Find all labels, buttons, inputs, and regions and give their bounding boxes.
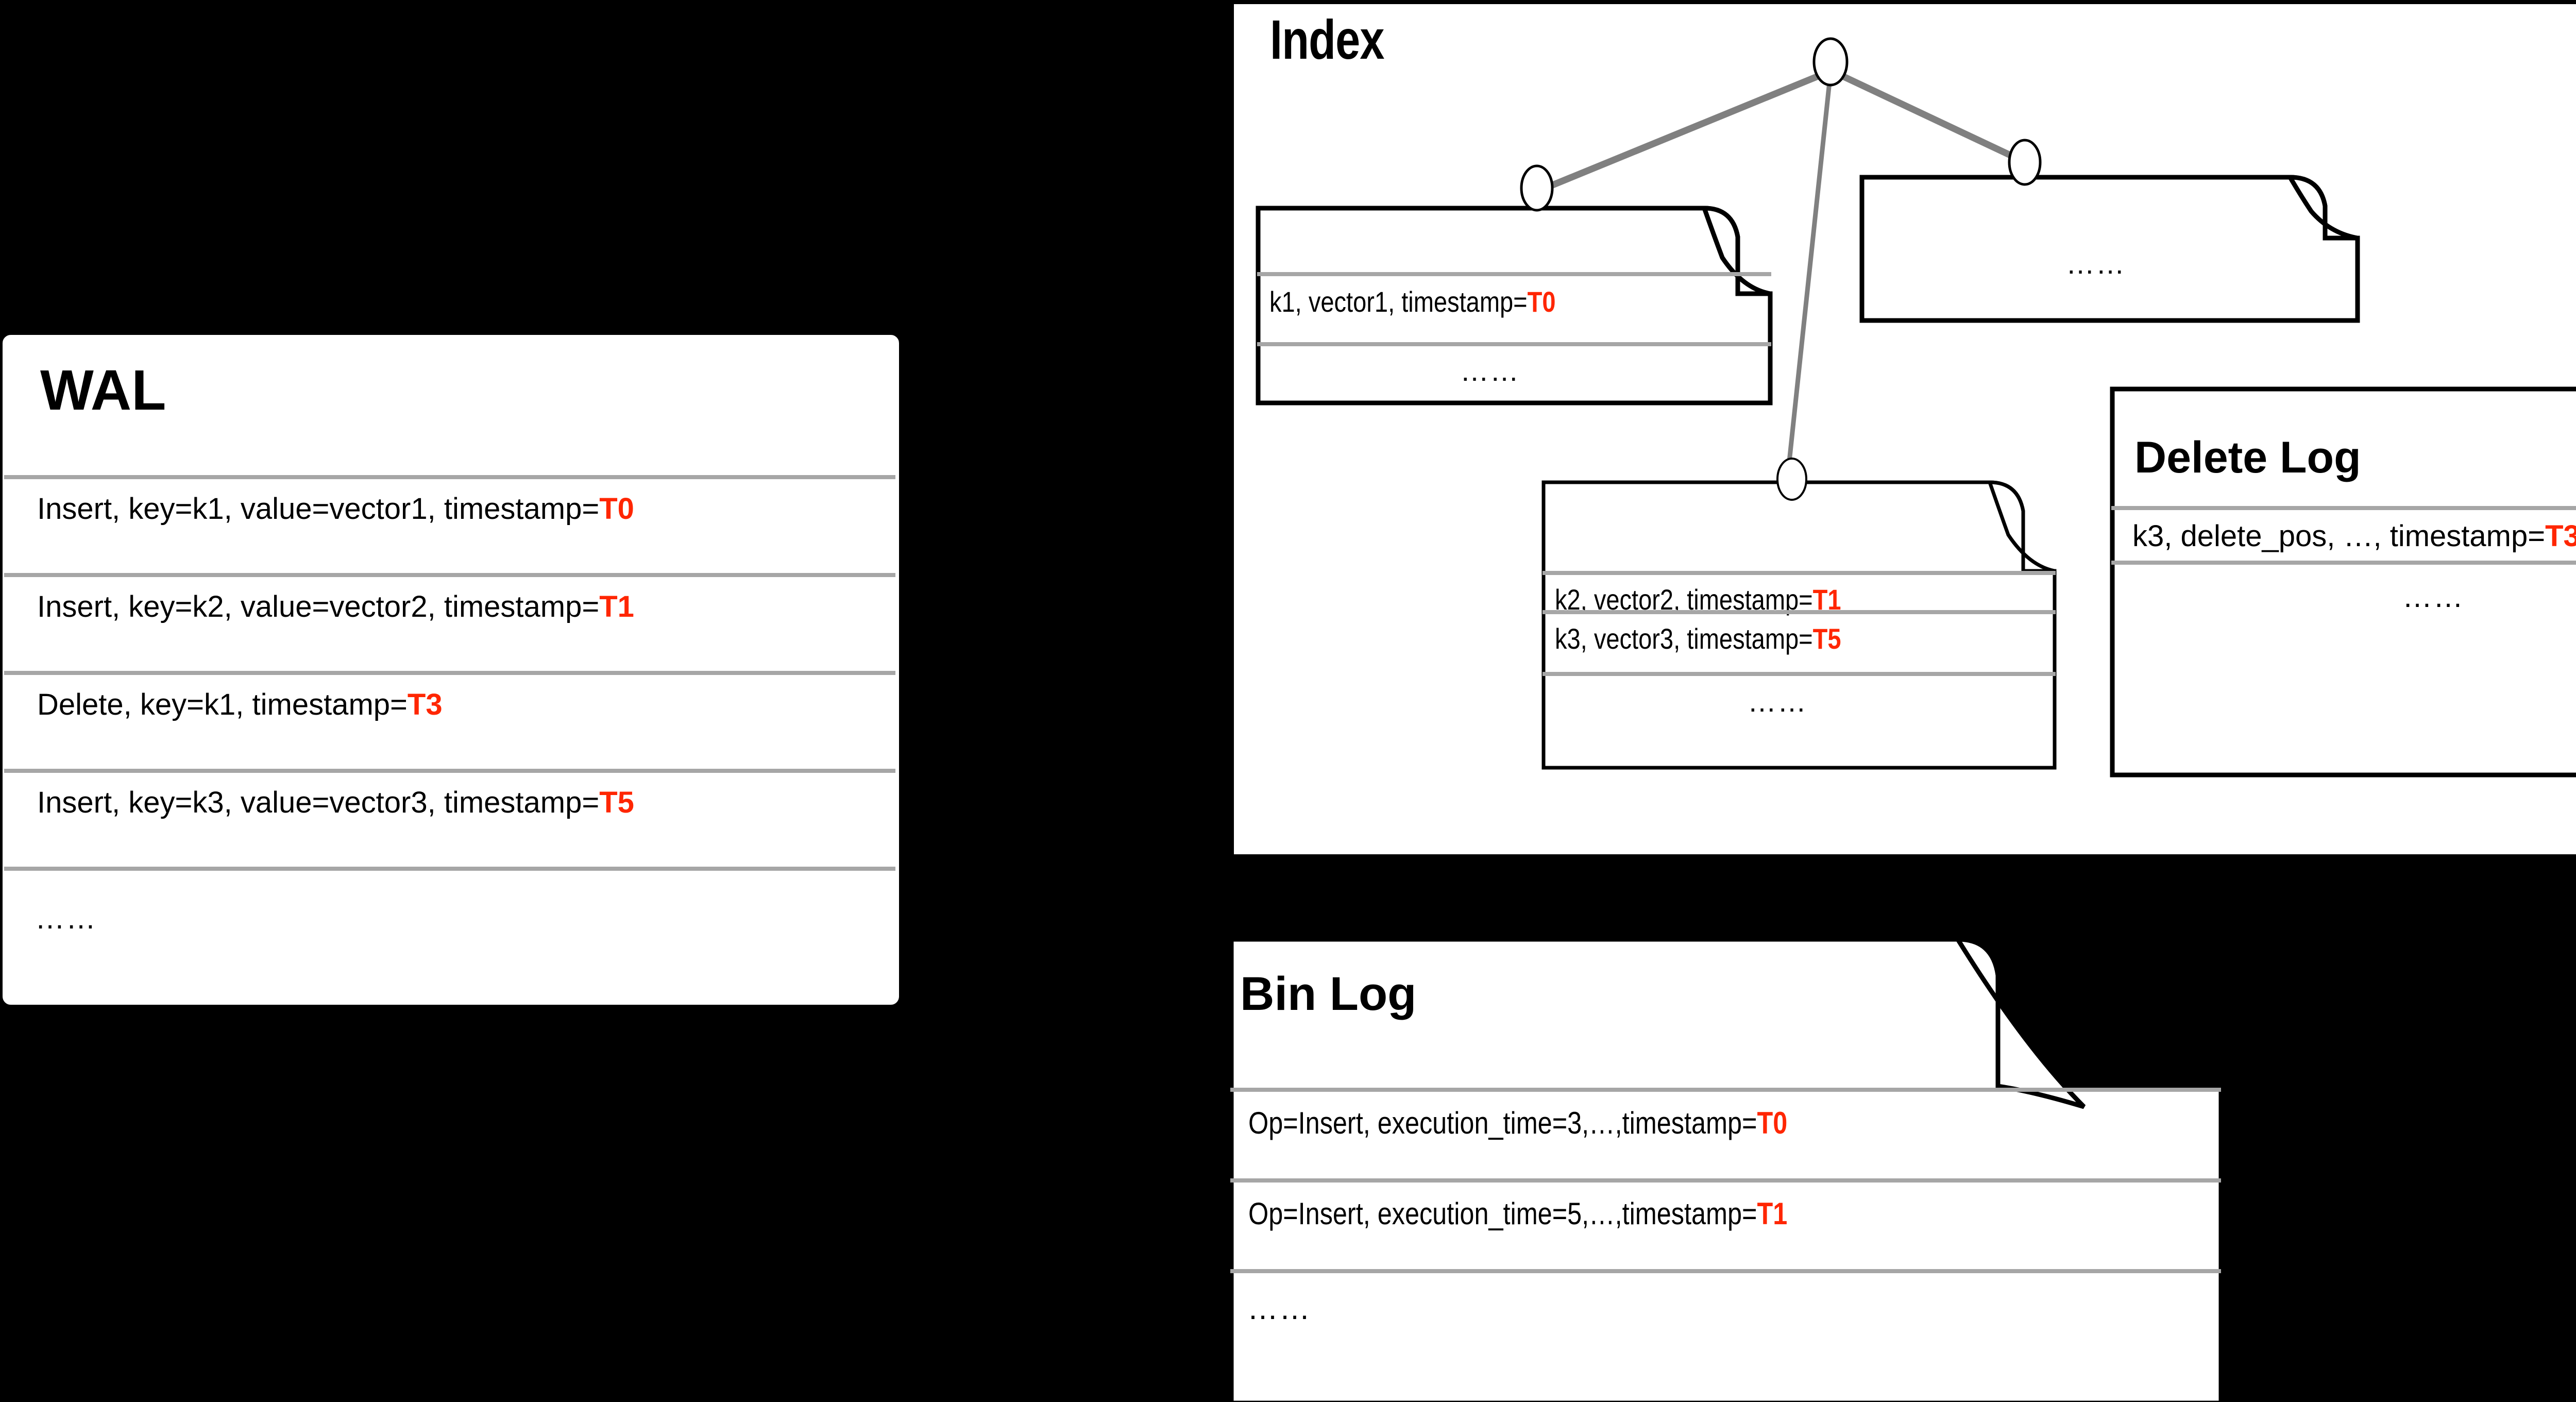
timestamp-value: T1	[599, 590, 634, 623]
wal-ellipsis: ……	[35, 902, 97, 935]
bin-log-row: Op=Insert, execution_time=5,…,timestamp=…	[1248, 1196, 1788, 1231]
leaf-row-k1: k1, vector1, timestamp=T0	[1269, 285, 1556, 318]
wal-row: Insert, key=k3, value=vector3, timestamp…	[37, 786, 634, 819]
leaf-right-ellipsis: ……	[2066, 247, 2126, 280]
bin-log-title: Bin Log	[1240, 968, 1417, 1020]
timestamp-value: T5	[599, 786, 634, 819]
divider	[2111, 506, 2576, 510]
divider	[1257, 272, 1771, 276]
bin-log-row: Op=Insert, execution_time=3,…,timestamp=…	[1248, 1106, 1788, 1140]
timestamp-value: T3	[2545, 519, 2576, 553]
leaf-row-k3: k3, vector3, timestamp=T5	[1555, 622, 1841, 655]
divider	[1230, 1088, 2221, 1092]
index-leaf-right: ……	[1860, 175, 2360, 323]
wal-title: WAL	[40, 359, 166, 422]
divider	[1543, 571, 2056, 575]
divider	[1543, 672, 2056, 676]
wal-row: Delete, key=k1, timestamp=T3	[37, 688, 443, 721]
leaf-k1-ellipsis: ……	[1460, 354, 1520, 387]
timestamp-value: T0	[1757, 1106, 1788, 1140]
divider	[4, 769, 895, 773]
divider	[2111, 561, 2576, 565]
delete-log-title: Delete Log	[2134, 433, 2361, 482]
timestamp-value: T5	[1812, 622, 1841, 655]
timestamp-value: T1	[1757, 1196, 1788, 1231]
timestamp-value: T3	[407, 688, 443, 721]
leaf-k2k3-ellipsis: ……	[1748, 685, 1807, 718]
index-leaf-k1: k1, vector1, timestamp=T0 ……	[1256, 206, 1772, 405]
divider	[4, 671, 895, 675]
divider	[1230, 1269, 2221, 1273]
index-leaf-k2k3: k2, vector2, timestamp=T1 k3, vector3, t…	[1541, 480, 2057, 770]
timestamp-value: T0	[1527, 285, 1556, 318]
divider	[1543, 610, 2056, 614]
divider	[4, 867, 895, 871]
delete-log-panel: Delete Log k3, delete_pos, …, timestamp=…	[2110, 386, 2576, 778]
bin-log-ellipsis: ……	[1247, 1291, 1311, 1326]
delete-log-row: k3, delete_pos, …, timestamp=T3	[2132, 516, 2576, 556]
delete-log-ellipsis: ……	[2402, 580, 2464, 614]
wal-row: Insert, key=k1, value=vector1, timestamp…	[37, 492, 634, 526]
wal-row: Insert, key=k2, value=vector2, timestamp…	[37, 590, 634, 623]
wal-panel	[3, 335, 899, 1005]
timestamp-value: T0	[599, 492, 634, 526]
divider	[1230, 1178, 2221, 1183]
index-title: Index	[1270, 8, 1384, 71]
divider	[4, 573, 895, 577]
divider	[4, 475, 895, 479]
divider	[1257, 342, 1771, 346]
bin-log-panel: Bin Log Op=Insert, execution_time=3,…,ti…	[1229, 937, 2223, 1402]
